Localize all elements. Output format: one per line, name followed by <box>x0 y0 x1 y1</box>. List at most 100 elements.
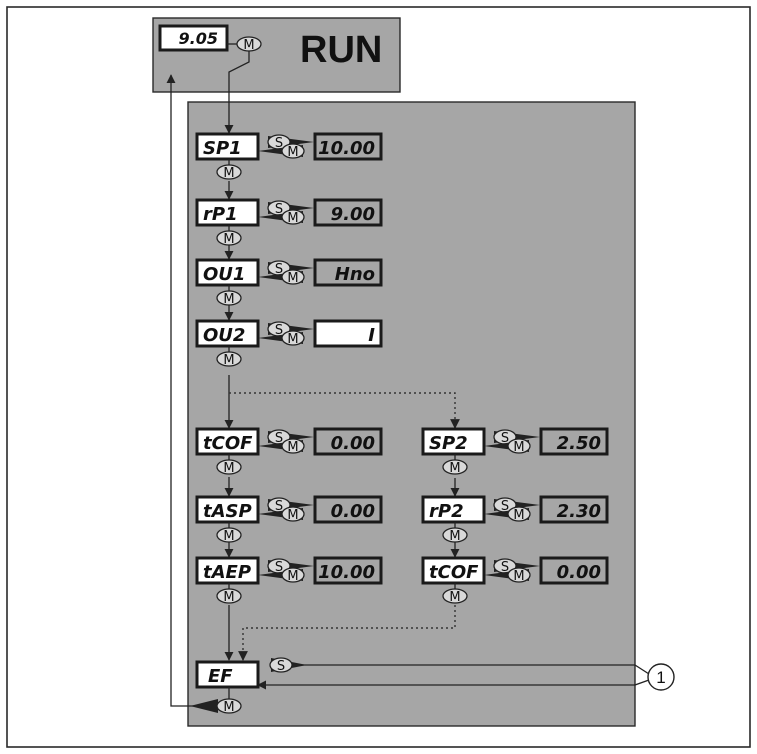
next-mode-button-label: M <box>449 590 460 605</box>
next-mode-button-icon <box>442 459 468 475</box>
next-mode-button-icon <box>216 351 242 367</box>
left-value-label: Hno <box>335 264 375 285</box>
mode-button-icon <box>281 269 305 285</box>
run-display: 9.05 <box>158 24 229 52</box>
callout-1-label: 1 <box>656 668 665 687</box>
next-mode-button-label: M <box>449 529 460 544</box>
left-value-label: 10.00 <box>318 562 375 583</box>
mode-button-label: M <box>513 569 524 584</box>
left-param-display <box>195 258 260 287</box>
next-mode-button-label: M <box>223 232 234 247</box>
ef-mode-button-label: M <box>223 700 234 715</box>
mode-button-label: M <box>513 508 524 523</box>
menu-panel <box>187 101 636 727</box>
run-mode-label: RUN <box>300 29 382 71</box>
run-value: 9.05 <box>179 29 218 48</box>
next-mode-button-label: M <box>223 353 234 368</box>
left-value-display <box>313 319 383 348</box>
set-button-label: S <box>275 431 283 446</box>
right-value-display <box>539 427 609 456</box>
left-param-label: tAEP <box>203 562 251 583</box>
mode-button-label: M <box>287 211 298 226</box>
left-value-display <box>313 258 383 287</box>
left-param-label: tASP <box>203 501 252 522</box>
left-value-label: 10.00 <box>318 138 375 159</box>
left-param-display <box>195 198 260 227</box>
dotted-return-to-ef <box>238 605 456 661</box>
mode-button-label: M <box>287 569 298 584</box>
right-value-label: 2.50 <box>557 433 601 454</box>
left-value-display <box>313 132 383 161</box>
set-button-label: S <box>501 499 509 514</box>
left-value-label: 9.00 <box>331 204 375 225</box>
right-param-label: tCOF <box>429 562 479 583</box>
mode-button-icon <box>281 143 305 159</box>
right-value-display <box>539 495 609 524</box>
left-param-label: OU1 <box>203 264 245 285</box>
ef-set-button-label: S <box>277 659 285 674</box>
right-param-display <box>421 495 486 524</box>
next-mode-button-label: M <box>449 461 460 476</box>
left-param-label: rP1 <box>203 204 238 225</box>
mode-button-label: M <box>287 508 298 523</box>
set-button-label: S <box>275 323 283 338</box>
set-button-label: S <box>275 499 283 514</box>
left-value-label: I <box>368 325 375 346</box>
right-param-display <box>421 427 486 456</box>
right-value-label: 0.00 <box>557 562 601 583</box>
mode-button-icon <box>281 330 305 346</box>
callout-connector-bottom <box>634 679 650 686</box>
left-param-display <box>195 495 260 524</box>
set-button-label: S <box>275 136 283 151</box>
next-mode-button-label: M <box>223 166 234 181</box>
left-value-display <box>313 556 383 585</box>
next-mode-button-icon <box>216 290 242 306</box>
left-value-label: 0.00 <box>331 433 375 454</box>
next-mode-button-icon <box>442 527 468 543</box>
ef-mode-button: M <box>190 698 242 715</box>
mode-button-icon <box>281 438 305 454</box>
next-mode-button-icon <box>442 588 468 604</box>
left-param-label: OU2 <box>203 325 245 346</box>
next-mode-button-icon <box>216 588 242 604</box>
ef-set-button: S <box>269 657 307 674</box>
left-param-display <box>195 556 260 585</box>
next-mode-button-icon <box>216 230 242 246</box>
run-mode-button-label: M <box>243 38 254 53</box>
right-param-label: SP2 <box>429 433 468 454</box>
right-param-label: rP2 <box>429 501 464 522</box>
mode-button-label: M <box>287 440 298 455</box>
ef-row: EF S M <box>190 657 307 715</box>
right-value-label: 2.30 <box>557 501 601 522</box>
set-button-label: S <box>275 262 283 277</box>
run-to-sp1-arrow <box>224 51 250 134</box>
callout-connector-top <box>634 664 650 675</box>
next-mode-button-icon <box>216 527 242 543</box>
left-param-label: tCOF <box>203 433 253 454</box>
mode-button-icon <box>281 506 305 522</box>
left-param-label: SP1 <box>203 138 242 159</box>
left-value-display <box>313 198 383 227</box>
left-value-label: 0.00 <box>331 501 375 522</box>
mode-button-icon <box>281 209 305 225</box>
next-mode-button-label: M <box>223 292 234 307</box>
left-value-display <box>313 495 383 524</box>
left-param-display <box>195 319 260 348</box>
next-mode-button-label: M <box>223 461 234 476</box>
mode-button-icon <box>507 506 531 522</box>
left-param-display <box>195 427 260 456</box>
next-mode-button-label: M <box>223 529 234 544</box>
next-mode-button-icon <box>216 459 242 475</box>
set-button-label: S <box>275 202 283 217</box>
mode-button-icon <box>507 438 531 454</box>
mode-button-icon <box>507 567 531 583</box>
mode-button-label: M <box>287 332 298 347</box>
